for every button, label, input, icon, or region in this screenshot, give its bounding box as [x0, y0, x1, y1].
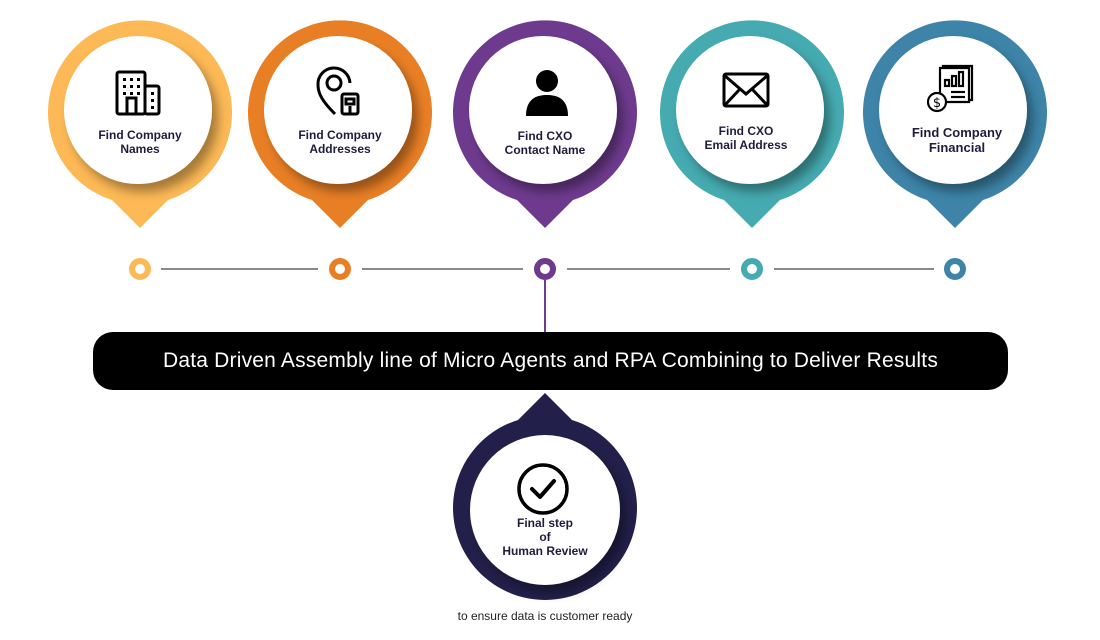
- person-icon: [526, 70, 568, 116]
- check-circle-icon: [517, 463, 569, 515]
- location-pin-building-icon: [316, 66, 360, 116]
- step-pin: [862, 20, 1047, 229]
- step-pin: [48, 20, 233, 229]
- footnote: to ensure data is customer ready: [457, 609, 633, 623]
- timeline-dot: [129, 258, 151, 280]
- timeline-dot: [741, 258, 763, 280]
- financial-report-icon: $: [926, 64, 974, 113]
- summary-banner: Data Driven Assembly line of Micro Agent…: [93, 332, 1008, 390]
- step-pin: [660, 20, 844, 229]
- svg-text:$: $: [933, 96, 941, 111]
- envelope-icon: [722, 72, 770, 108]
- step-pin: [248, 20, 432, 228]
- final-pin: [452, 393, 637, 600]
- timeline-dot: [329, 258, 351, 280]
- building-icon: [115, 70, 161, 116]
- timeline-dot: [944, 258, 966, 280]
- step-pin: [453, 20, 638, 229]
- timeline-dot: [534, 258, 556, 280]
